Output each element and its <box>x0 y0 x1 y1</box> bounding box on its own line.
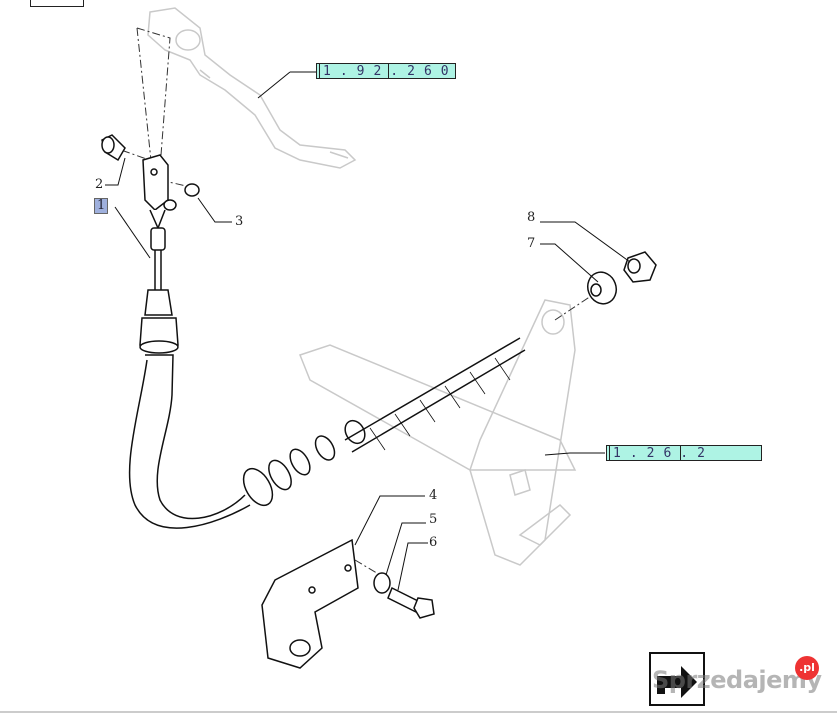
callout-1[interactable]: 1 <box>94 198 109 214</box>
callout-4[interactable]: 4 <box>429 488 438 503</box>
ghost-bracket <box>299 299 577 566</box>
reference-link-top[interactable]: 1.92.260 <box>316 63 456 79</box>
callout-2[interactable]: 2 <box>95 177 104 192</box>
reference-link-right[interactable]: 1.26.2 <box>606 445 762 461</box>
leader-lines <box>105 71 631 591</box>
reference-link-right-label: 1.26.2 <box>613 446 714 461</box>
callout-5[interactable]: 5 <box>429 512 438 527</box>
arrow-icon <box>657 666 697 698</box>
bolt-part-6 <box>387 586 435 619</box>
callout-3[interactable]: 3 <box>235 214 244 229</box>
cable-assembly <box>128 227 526 529</box>
nut-part-8 <box>623 251 657 283</box>
washer-part-7 <box>587 271 617 305</box>
clevis <box>142 154 177 230</box>
bottom-divider <box>0 711 837 713</box>
watermark-text: Sprzedajemy <box>652 666 822 694</box>
washer-part-5 <box>373 572 391 594</box>
corner-tab <box>30 0 84 7</box>
clip-part-3 <box>184 183 200 197</box>
watermark-badge: .pl <box>795 656 819 680</box>
bracket-part-4 <box>261 538 359 669</box>
watermark-label: Sprzedajemy <box>652 666 822 694</box>
callout-8[interactable]: 8 <box>527 210 536 225</box>
ghost-pedal <box>147 7 357 169</box>
pin-part-2 <box>101 134 126 162</box>
next-page-icon[interactable] <box>649 652 705 706</box>
reference-link-top-label: 1.92.260 <box>323 64 458 79</box>
callout-6[interactable]: 6 <box>429 535 438 550</box>
callout-7[interactable]: 7 <box>527 236 536 251</box>
